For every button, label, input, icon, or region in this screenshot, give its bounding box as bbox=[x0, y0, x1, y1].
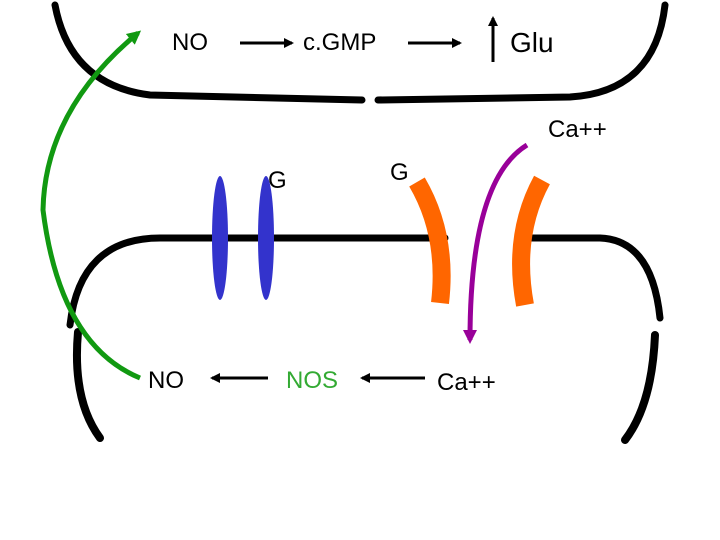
ca-influx-arrow bbox=[463, 142, 529, 344]
postsynaptic-no-label: NO bbox=[148, 367, 184, 394]
cgmp-label: c.GMP bbox=[303, 29, 376, 56]
g-left-label: G bbox=[268, 167, 287, 194]
no-retrograde-arrow bbox=[40, 30, 142, 381]
channel-right bbox=[512, 175, 550, 307]
nos-label: NOS bbox=[286, 367, 338, 394]
g-right-label: G bbox=[390, 159, 409, 186]
channel-left bbox=[409, 177, 451, 305]
cleft-ca-label: Ca++ bbox=[548, 116, 607, 143]
receptor-right bbox=[258, 176, 274, 300]
glu-label: Glu bbox=[510, 27, 554, 58]
receptor-left bbox=[212, 176, 228, 300]
postsynaptic-wall-left bbox=[72, 328, 104, 442]
presynaptic-no-label: NO bbox=[172, 29, 208, 56]
postsynaptic-membrane-right bbox=[526, 234, 664, 322]
postsynaptic-wall-right bbox=[621, 331, 659, 444]
postsynaptic-ca-label: Ca++ bbox=[437, 369, 496, 396]
presynaptic-membrane-left bbox=[51, 1, 366, 104]
presynaptic-membrane-right bbox=[374, 1, 669, 104]
postsynaptic-membrane-left bbox=[66, 234, 449, 329]
